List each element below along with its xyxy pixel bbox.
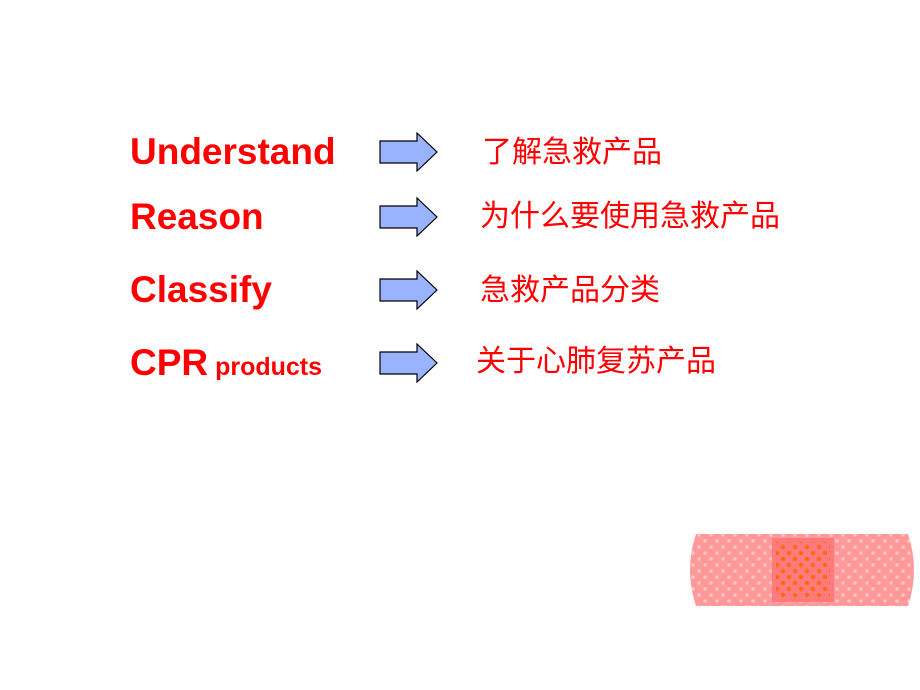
row-label-text: CPR — [130, 342, 209, 383]
row-cpr-label: CPR products — [130, 344, 322, 381]
row-label-text: Reason — [130, 196, 264, 237]
row-label-text: Understand — [130, 131, 336, 172]
row-reason-translation: 为什么要使用急救产品 — [480, 199, 780, 234]
bandage-icon — [690, 534, 914, 606]
row-understand-translation: 了解急救产品 — [482, 135, 662, 170]
right-arrow-icon — [379, 343, 438, 383]
right-arrow-icon — [379, 270, 438, 310]
row-label-subtext: products — [208, 353, 323, 381]
row-understand-label: Understand — [130, 133, 336, 170]
row-classify-label: Classify — [130, 271, 272, 308]
right-arrow-icon — [379, 197, 438, 237]
row-label-text: Classify — [130, 269, 272, 310]
right-arrow-icon — [379, 132, 438, 172]
row-reason-label: Reason — [130, 198, 264, 235]
row-classify-translation: 急救产品分类 — [480, 273, 660, 308]
row-cpr-translation: 关于心肺复苏产品 — [476, 344, 716, 379]
